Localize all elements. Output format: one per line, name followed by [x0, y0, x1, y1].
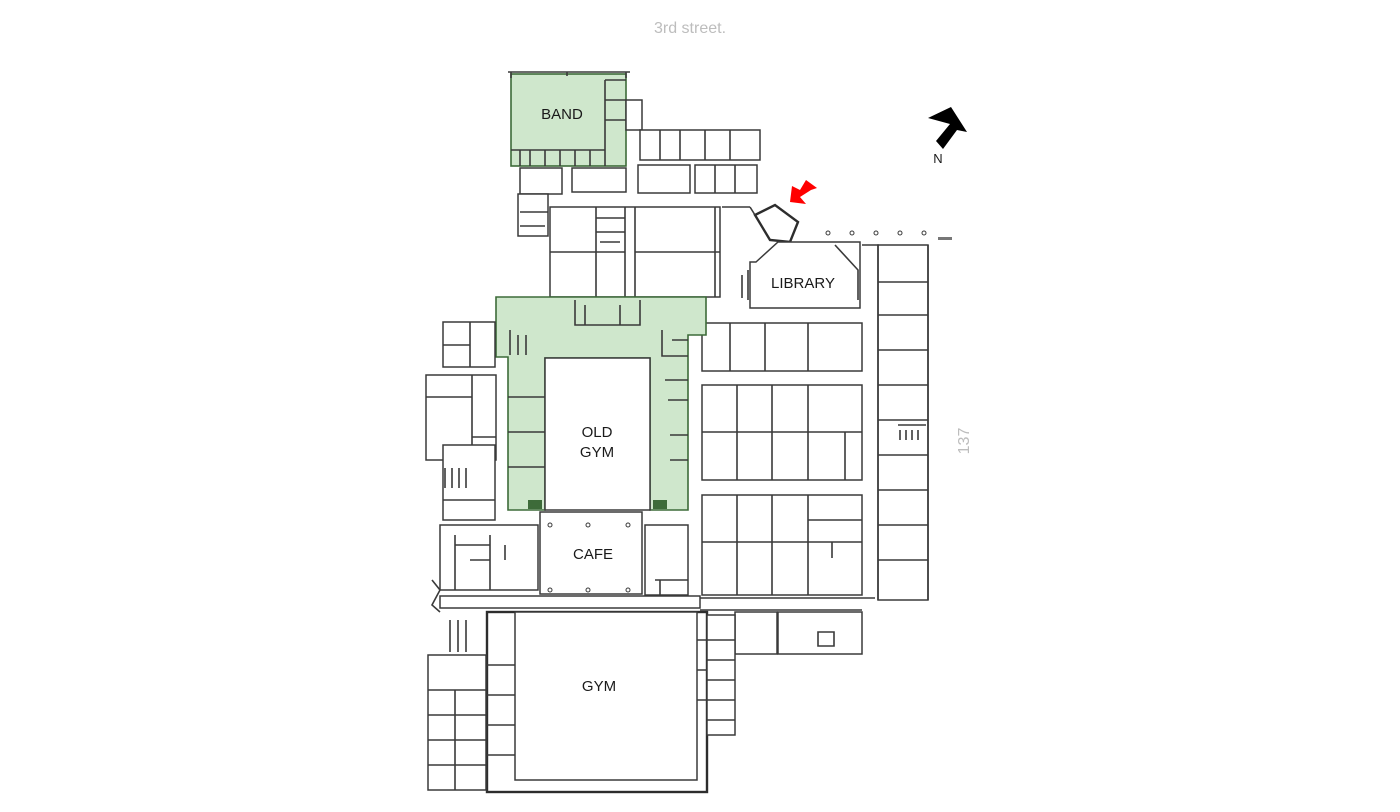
kitchen-rooms [430, 524, 701, 613]
cafe-label: CAFE [573, 546, 613, 563]
library-label: LIBRARY [771, 275, 835, 292]
south-west-rooms [427, 620, 487, 791]
compass-label: N [933, 151, 942, 166]
old-gym-label-line1: OLD [582, 424, 613, 441]
gym-label: GYM [582, 678, 616, 695]
north-arrow-icon [928, 107, 967, 149]
west-wing [425, 321, 497, 521]
exterior-columns [825, 230, 952, 240]
rooms-north-cluster [517, 99, 761, 237]
entrance-vestibule [722, 203, 800, 244]
entrance-arrow-icon [790, 180, 817, 204]
classroom-block-2 [701, 384, 863, 481]
cafe-room[interactable] [539, 511, 643, 595]
gym-east-rooms [706, 614, 736, 736]
street-label-right: 137 [956, 428, 973, 455]
band-label: BAND [541, 106, 583, 123]
old-gym-room[interactable] [544, 357, 651, 511]
south-corridor-rooms [700, 597, 875, 655]
classroom-block-3 [701, 494, 863, 596]
rooms-upper-central [549, 206, 721, 298]
classroom-block-1 [701, 322, 863, 372]
old-gym-label-line2: GYM [580, 444, 614, 461]
library-room[interactable] [741, 241, 861, 309]
east-wing [862, 244, 929, 601]
street-label-top: 3rd street. [654, 20, 726, 37]
band-room[interactable] [508, 71, 630, 167]
gym-room[interactable] [485, 610, 709, 794]
